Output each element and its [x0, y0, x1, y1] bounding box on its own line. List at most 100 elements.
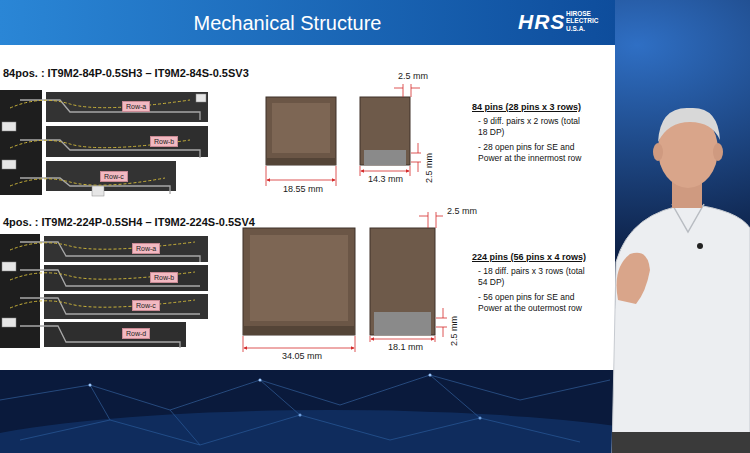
slide-title: Mechanical Structure [0, 11, 575, 35]
spec-note: - 18 diff. pairs x 3 rows (total 54 DP) [478, 266, 590, 287]
front-view-base [243, 326, 355, 335]
dimension-arrow [267, 180, 335, 181]
connector-224-section [0, 234, 208, 348]
dimension-arrow [419, 216, 443, 217]
contact-wire [20, 242, 200, 262]
presenter-ear [713, 143, 723, 161]
solder-tab [2, 262, 16, 271]
cable-paths [10, 100, 190, 186]
presenter-shirt [612, 204, 750, 453]
dimension-arrow [443, 308, 444, 337]
plug-row-body [46, 126, 208, 157]
dimension-label: 2.5 mm [449, 316, 460, 346]
extension-line [243, 336, 355, 352]
cable-paths [10, 242, 195, 308]
presenter-hair [658, 108, 720, 142]
dimension-label: 2.5 mm [398, 71, 428, 82]
front-view-face [250, 235, 348, 321]
contacts [20, 100, 200, 194]
dimension-arrow [394, 88, 420, 89]
network-line [0, 375, 610, 410]
company-name: HIROSE ELECTRIC U.S.A. [566, 10, 610, 32]
dimension-label: 18.1 mm [388, 342, 423, 353]
row-label: Row-c [104, 173, 124, 180]
cable-line [10, 300, 195, 308]
side-view [360, 97, 410, 165]
network-dot [429, 374, 432, 377]
dimension-label: 34.05 mm [282, 351, 322, 362]
spec-note: - 56 open pins for SE and Power at the o… [478, 292, 590, 313]
row-label-box: Row-b [150, 136, 178, 147]
row-label-box: Row-a [122, 101, 150, 112]
presenter-hand [617, 253, 651, 304]
row-label: Row-d [126, 330, 146, 337]
slide-body [0, 45, 615, 370]
side-view-pins [374, 312, 431, 335]
solder-tab [2, 160, 16, 169]
spec-note: - 28 open pins for SE and Power at the i… [478, 142, 596, 163]
extension-line [411, 153, 421, 162]
dimension-lines [266, 84, 421, 186]
connector-224-views [243, 212, 447, 352]
front-view-base [266, 158, 336, 165]
shirt-collar [672, 204, 704, 232]
contact-wire [20, 100, 200, 120]
solder-tab [92, 186, 104, 196]
cable-line [10, 242, 195, 250]
side-view [370, 228, 435, 335]
part-number-heading: 84pos. : IT9M2-84P-0.5SH3 – IT9M2-84S-0.… [3, 67, 249, 80]
spec-note: - 9 diff. pairs x 2 rows (total 18 DP) [478, 116, 590, 137]
contact-wire [20, 326, 180, 348]
solder-tab [2, 318, 16, 327]
dimension-arrow [418, 143, 419, 172]
network-dot [259, 379, 262, 382]
header-band [0, 0, 615, 45]
row-label: Row-b [154, 274, 174, 281]
row-label-box: Row-c [100, 171, 128, 182]
dimension-lines [243, 212, 447, 352]
row-label-box: Row-b [150, 272, 178, 283]
lapel-microphone [697, 243, 703, 249]
plug-row-body [46, 92, 208, 122]
solder-tab [196, 94, 206, 102]
logo-mark: HRS [518, 9, 565, 34]
extension-line [266, 166, 336, 186]
row-label: Row-c [136, 302, 156, 309]
extension-line [403, 84, 411, 97]
dimension-label: 2.5 mm [447, 206, 477, 217]
dimension-label: 14.3 mm [368, 174, 403, 185]
contacts [20, 242, 200, 348]
plug-row-body [44, 265, 208, 291]
cable-line [10, 100, 190, 108]
front-view-face [272, 103, 330, 153]
dimension-label: 18.55 mm [283, 184, 323, 195]
row-label: Row-a [136, 245, 156, 252]
side-view-pins [364, 150, 406, 165]
front-view [243, 228, 355, 335]
presenter-ear [653, 143, 663, 161]
receptacle-body [0, 234, 40, 348]
row-label: Row-b [154, 138, 174, 145]
extension-line [428, 212, 436, 228]
solder-tab [2, 122, 16, 131]
extension-line [370, 336, 435, 342]
dimension-label: 2.5 mm [424, 153, 435, 183]
part-number-heading: 4pos. : IT9M2-224P-0.5SH4 – IT9M2-224S-0… [3, 216, 255, 229]
pin-count-heading: 84 pins (28 pins x 3 rows) [472, 102, 581, 113]
presenter-trousers [612, 432, 750, 453]
row-label-box: Row-a [132, 243, 160, 254]
row-label-box: Row-c [132, 300, 160, 311]
dimension-arrow [361, 171, 409, 172]
front-view [266, 97, 336, 165]
network-dot [89, 384, 92, 387]
row-label: Row-a [126, 103, 146, 110]
row-label-box: Row-d [122, 328, 150, 339]
extension-line [436, 318, 447, 327]
connector-84-views [266, 84, 421, 186]
cable-line [10, 178, 165, 186]
dimension-arrow [371, 339, 434, 340]
dimension-arrow [244, 348, 354, 349]
pin-count-heading: 224 pins (56 pins x 4 rows) [472, 252, 586, 263]
